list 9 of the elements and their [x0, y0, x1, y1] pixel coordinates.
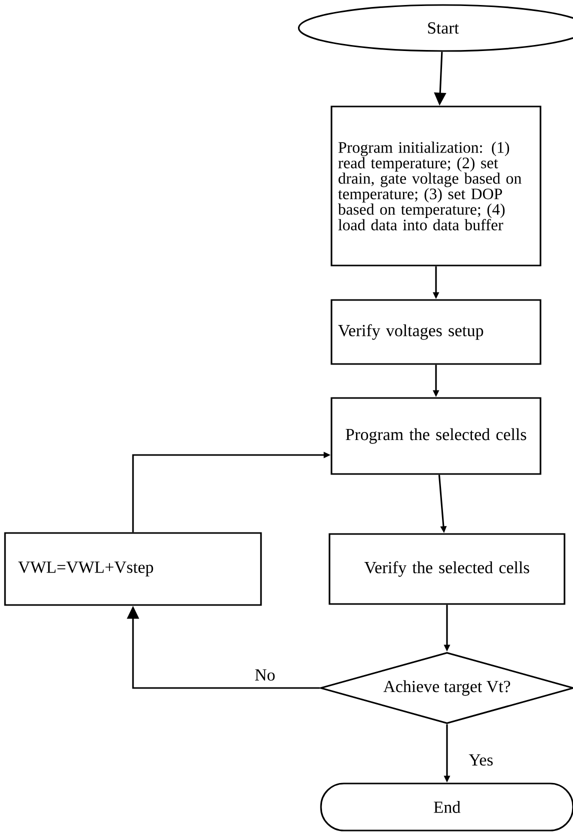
edge-label: Yes — [468, 753, 494, 767]
process-box: VWL=VWL+Vstep — [4, 532, 262, 606]
edge-label: No — [254, 668, 276, 682]
process-box: Program initialization: (1) read temperature; (2) set drain, gate voltage based on temperature; (3) set DOP based on temperature; (4) load data into data buffer — [330, 106, 542, 266]
start-terminal: Start — [298, 4, 573, 52]
process-box: Program the selected cells — [330, 397, 542, 475]
process-box: Verify the selected cells — [328, 533, 566, 605]
process-box: Verify voltages setup — [330, 299, 542, 365]
end-terminal: End — [320, 782, 573, 832]
